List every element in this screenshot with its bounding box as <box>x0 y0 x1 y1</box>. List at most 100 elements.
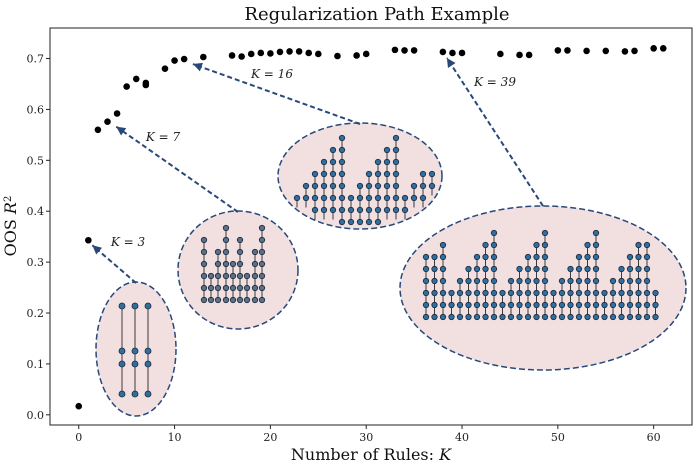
annotation-arrowhead <box>92 245 103 255</box>
tree-node <box>258 296 266 304</box>
data-point <box>439 48 447 56</box>
tree-node <box>533 265 540 273</box>
tree-node <box>347 194 355 202</box>
data-point <box>525 51 533 59</box>
data-point <box>602 47 610 55</box>
annotation-arrow <box>446 57 544 207</box>
tree-node <box>365 170 373 178</box>
tree-node <box>258 224 266 232</box>
tree-node <box>490 289 498 297</box>
tree-node <box>258 272 266 280</box>
tree-node <box>652 313 659 321</box>
tree-node <box>499 313 506 321</box>
tree-node <box>592 253 600 261</box>
data-point <box>334 52 341 60</box>
tree-node <box>490 265 498 273</box>
data-point <box>267 50 274 57</box>
tree-node <box>200 296 208 304</box>
tree-node <box>584 313 591 321</box>
data-point <box>94 126 102 134</box>
data-point <box>497 50 504 58</box>
tree-node <box>456 313 464 321</box>
data-point <box>142 81 150 89</box>
tree-node <box>329 194 337 202</box>
annotation-arrowhead <box>446 57 456 68</box>
tree-node <box>383 206 391 214</box>
tree-node <box>626 253 634 261</box>
data-point <box>257 49 265 57</box>
tree-node <box>207 272 215 280</box>
tree-node <box>229 272 237 280</box>
tree-node <box>118 302 126 310</box>
tree-node <box>338 158 346 166</box>
tree-node <box>144 302 152 310</box>
tree-node <box>383 194 391 202</box>
tree-node <box>584 277 591 285</box>
annotation-arrow <box>91 244 137 284</box>
tree-node <box>465 313 472 321</box>
tree-node <box>541 241 549 249</box>
tree-node <box>236 236 244 244</box>
tree-node <box>592 301 600 309</box>
data-point <box>650 45 657 52</box>
tree-node <box>383 146 391 154</box>
y-tick-label: 0.2 <box>27 307 45 320</box>
tree-node <box>516 289 523 297</box>
data-point <box>228 52 236 59</box>
tree-node <box>635 301 642 309</box>
tree-node <box>347 218 355 226</box>
tree-node <box>439 241 447 249</box>
tree-node <box>626 301 634 309</box>
tree-node <box>207 296 215 304</box>
tree-node <box>626 313 634 321</box>
x-tick-label: 60 <box>647 431 661 444</box>
tree-node <box>541 313 549 321</box>
model-tree-inset <box>95 281 177 417</box>
tree-node <box>422 289 430 297</box>
tree-node <box>422 313 430 321</box>
tree-node <box>144 360 152 368</box>
tree-node <box>524 253 532 261</box>
tree-node <box>329 206 337 214</box>
tree-node <box>643 301 651 309</box>
tree-node <box>374 194 382 202</box>
tree-node <box>431 313 438 321</box>
tree-node <box>214 284 222 292</box>
tree-node <box>643 265 651 273</box>
tree-node <box>392 134 400 142</box>
tree-node <box>575 313 583 321</box>
tree-node <box>626 277 634 285</box>
x-tick-label: 50 <box>551 431 565 444</box>
data-point <box>631 47 638 55</box>
tree-node <box>567 289 574 297</box>
tree-node <box>465 289 472 297</box>
tree-node <box>533 301 540 309</box>
data-point <box>104 118 111 125</box>
tree-node <box>524 289 532 297</box>
data-point <box>449 49 456 57</box>
tree-node <box>439 253 447 261</box>
tree-node <box>356 194 364 202</box>
tree-node <box>131 347 139 355</box>
data-point <box>247 50 255 58</box>
tree-node <box>320 158 328 166</box>
tree-node <box>609 289 617 297</box>
tree-node <box>507 301 515 309</box>
tree-node <box>643 253 651 261</box>
tree-node <box>243 284 251 292</box>
plot-area <box>49 27 693 426</box>
tree-node <box>347 206 355 214</box>
tree-node <box>243 272 251 280</box>
tree-node <box>338 206 346 214</box>
tree-node <box>439 277 447 285</box>
tree-node <box>251 248 259 256</box>
model-tree-insets <box>95 122 687 417</box>
tree-node <box>652 289 659 297</box>
tree-node <box>541 253 549 261</box>
tree-node <box>558 289 566 297</box>
tree-node <box>410 182 418 190</box>
tree-node <box>422 277 430 285</box>
tree-node <box>236 284 244 292</box>
tree-node <box>550 289 557 297</box>
